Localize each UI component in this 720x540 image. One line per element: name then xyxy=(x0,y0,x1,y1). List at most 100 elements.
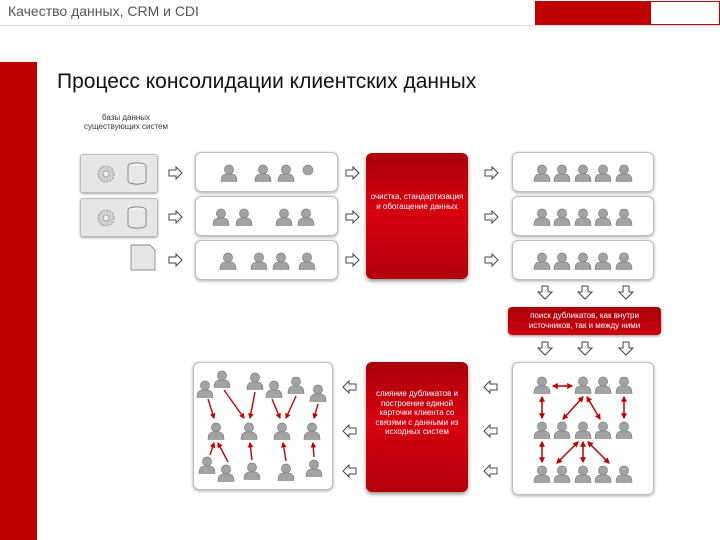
person-icon xyxy=(615,465,633,483)
person-icon xyxy=(243,462,261,480)
arrow-left-icon xyxy=(483,464,498,478)
person-icon xyxy=(574,376,592,394)
person-icon xyxy=(272,252,290,270)
person-icon xyxy=(615,208,633,226)
header-accent xyxy=(535,1,720,25)
sources-caption: базы данных существующих систем xyxy=(84,113,168,131)
person-icon xyxy=(207,422,225,440)
person-icon xyxy=(277,164,295,182)
sidebar-accent xyxy=(0,62,37,540)
header-bar: Качество данных, CRM и CDI xyxy=(0,0,720,26)
arrow-right-icon xyxy=(168,166,183,180)
source-system-1 xyxy=(80,154,158,193)
arrow-down-icon xyxy=(618,341,634,356)
cleansing-label: очистка, стандартизация и обогащение дан… xyxy=(370,192,464,211)
arrow-down-icon xyxy=(577,341,593,356)
person-icon xyxy=(574,465,592,483)
arrow-right-icon xyxy=(168,210,183,224)
arrow-right-icon xyxy=(345,253,360,267)
document-icon xyxy=(130,244,156,271)
person-icon xyxy=(533,465,551,483)
person-icon xyxy=(553,208,571,226)
merge-link-arrows xyxy=(207,389,319,463)
arrow-right-icon xyxy=(345,166,360,180)
person-icon xyxy=(615,376,633,394)
person-icon xyxy=(217,464,235,482)
header-title: Качество данных, CRM и CDI xyxy=(8,3,199,19)
person-icon xyxy=(265,380,283,398)
person-icon xyxy=(297,208,315,226)
arrow-left-icon xyxy=(342,380,357,394)
person-icon xyxy=(574,252,592,270)
person-icon xyxy=(553,421,571,439)
person-icon xyxy=(277,463,295,481)
person-icon xyxy=(574,164,592,182)
header-accent-red xyxy=(535,1,650,25)
gear-icon xyxy=(97,209,115,227)
person-icon xyxy=(594,164,612,182)
arrow-left-icon xyxy=(342,464,357,478)
person-icon xyxy=(553,465,571,483)
merge-step: слияние дубликатов и построение единой к… xyxy=(366,362,468,492)
person-icon xyxy=(275,208,293,226)
header-accent-white xyxy=(650,1,720,25)
person-icon xyxy=(254,164,272,182)
arrow-right-icon xyxy=(484,253,499,267)
person-icon xyxy=(250,252,268,270)
arrow-left-icon xyxy=(342,424,357,438)
person-icon xyxy=(533,208,551,226)
person-icon xyxy=(273,422,291,440)
person-icon xyxy=(615,252,633,270)
arrow-right-icon xyxy=(484,166,499,180)
person-icon xyxy=(553,164,571,182)
page-title: Процесс консолидации клиентских данных xyxy=(57,70,477,93)
person-icon xyxy=(594,252,612,270)
person-icon xyxy=(220,164,238,182)
arrow-right-icon xyxy=(168,253,183,267)
arrow-down-icon xyxy=(618,285,634,300)
person-icon xyxy=(303,422,321,440)
person-icon xyxy=(213,370,231,388)
arrow-left-icon xyxy=(483,424,498,438)
person-icon xyxy=(305,459,323,477)
duplicate-link-arrows xyxy=(539,383,627,464)
duplicates-step: поиск дубликатов, как внутри источников,… xyxy=(508,307,661,335)
database-icon xyxy=(127,206,147,229)
person-icon xyxy=(309,384,327,402)
person-icon xyxy=(212,208,230,226)
person-icon xyxy=(298,252,316,270)
person-icon xyxy=(574,208,592,226)
person-icon xyxy=(240,422,258,440)
person-icon xyxy=(533,164,551,182)
person-icon xyxy=(235,208,253,226)
raw-records-panel-3 xyxy=(195,240,338,280)
person-icon xyxy=(615,421,633,439)
database-icon xyxy=(127,162,147,185)
arrow-left-icon xyxy=(483,380,498,394)
merge-label: слияние дубликатов и построение единой к… xyxy=(375,389,459,436)
gear-icon xyxy=(97,165,115,183)
person-icon xyxy=(198,456,216,474)
arrow-right-icon xyxy=(345,210,360,224)
arrow-right-icon xyxy=(484,210,499,224)
person-icon xyxy=(594,421,612,439)
person-icon xyxy=(219,252,237,270)
cleansing-step: очистка, стандартизация и обогащение дан… xyxy=(366,153,468,279)
person-icon xyxy=(533,421,551,439)
arrow-down-icon xyxy=(537,285,553,300)
person-icon xyxy=(287,376,305,394)
arrow-down-icon xyxy=(577,285,593,300)
person-icon xyxy=(594,465,612,483)
person-icon xyxy=(302,164,314,176)
person-icon xyxy=(615,164,633,182)
person-icon xyxy=(196,380,214,398)
person-icon xyxy=(594,376,612,394)
person-icon xyxy=(246,372,264,390)
person-icon xyxy=(574,421,592,439)
person-icon xyxy=(594,208,612,226)
person-icon xyxy=(553,252,571,270)
person-icon xyxy=(533,252,551,270)
arrow-down-icon xyxy=(537,341,553,356)
